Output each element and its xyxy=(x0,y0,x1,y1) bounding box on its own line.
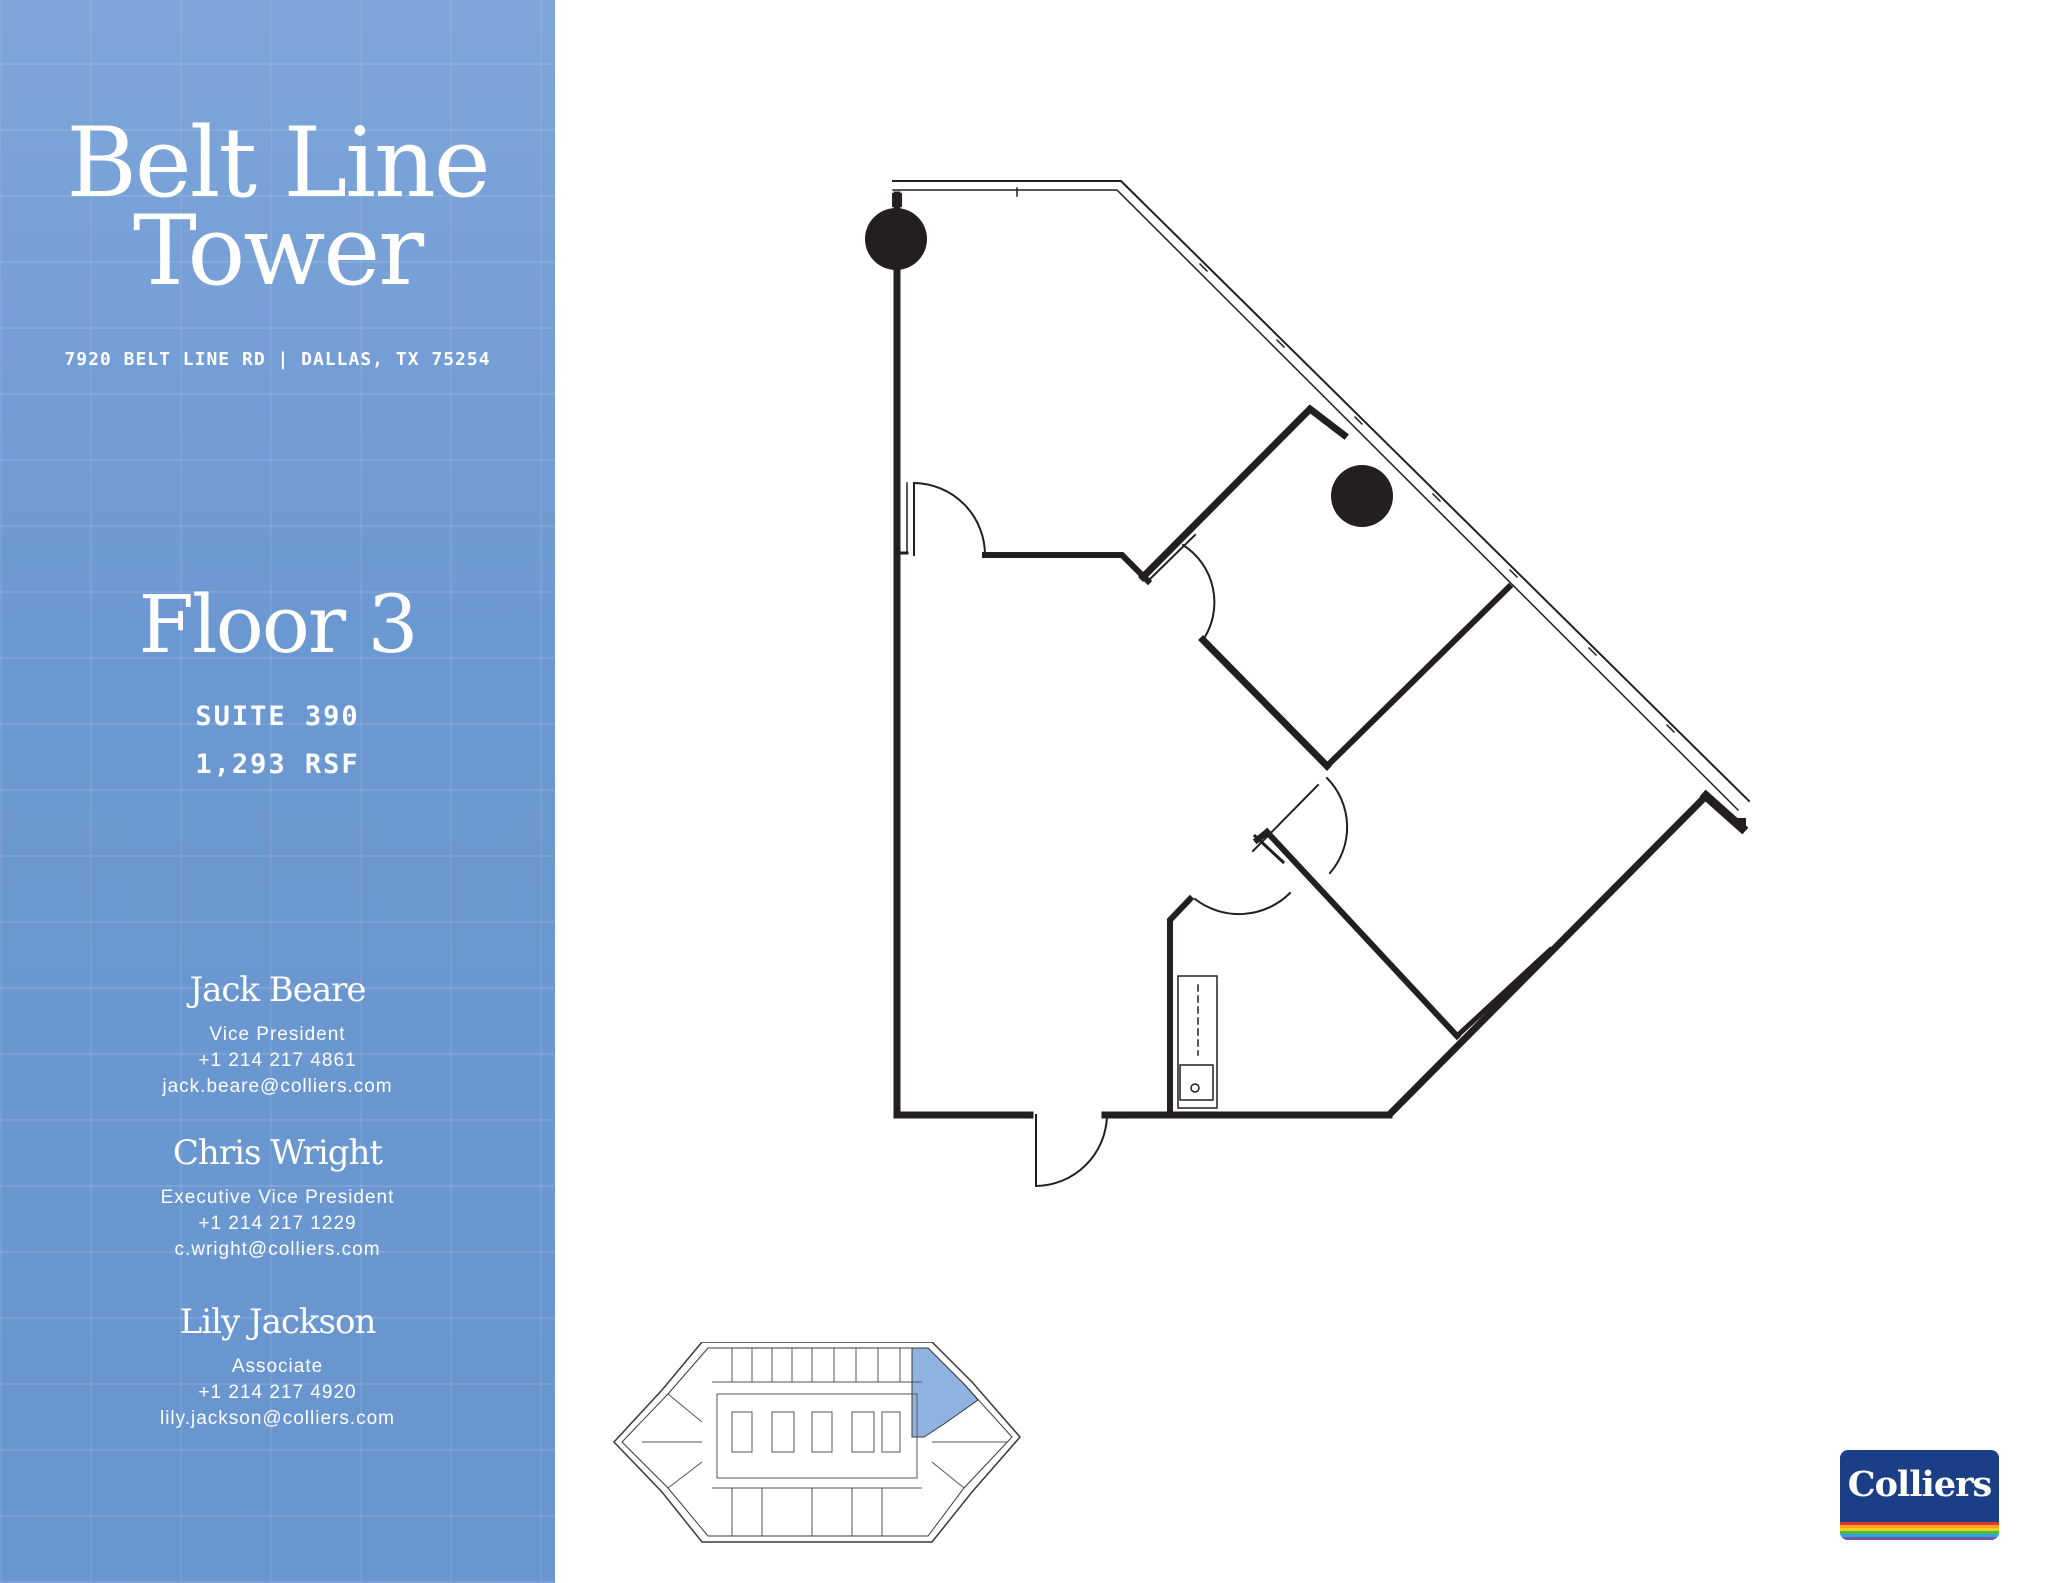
contact-phone[interactable]: +1 214 217 1229 xyxy=(198,1213,357,1234)
interior-wall xyxy=(1138,404,1349,582)
interior-wall xyxy=(1252,833,1286,865)
interior-wall xyxy=(1453,946,1554,1040)
structural-column xyxy=(865,208,927,270)
kitchenette-wall xyxy=(1167,894,1195,1118)
exterior-window-line xyxy=(892,189,1740,812)
contact-phone[interactable]: +1 214 217 4920 xyxy=(198,1382,357,1403)
contact-name: Lily Jackson xyxy=(179,1302,377,1342)
key-plan xyxy=(612,1342,1021,1543)
door-swings xyxy=(912,481,1349,1188)
contact-card: Chris Wright Executive Vice President +1… xyxy=(0,1133,555,1263)
colliers-logo: Colliers xyxy=(1840,1450,1999,1540)
contact-title: Executive Vice President xyxy=(160,1187,395,1208)
contact-phone[interactable]: +1 214 217 4861 xyxy=(198,1050,357,1071)
sidebar-panel: Belt Line Tower 7920 BELT LINE RD | DALL… xyxy=(0,0,555,1583)
kitchen-counter xyxy=(1177,975,1218,1109)
suite-number: SUITE 390 xyxy=(195,701,360,732)
building-address: 7920 BELT LINE RD | DALLAS, TX 75254 xyxy=(64,349,491,370)
interior-wall xyxy=(1198,635,1332,771)
floor-title: Floor 3 xyxy=(138,578,419,671)
suite-area: 1,293 RSF xyxy=(195,749,360,780)
southeast-wall xyxy=(1226,791,1711,1119)
contact-card: Jack Beare Vice President +1 214 217 486… xyxy=(0,970,555,1100)
interior-wall xyxy=(1262,827,1462,1041)
interior-wall xyxy=(982,552,1153,586)
west-wall xyxy=(893,191,1034,1119)
contact-title: Vice President xyxy=(209,1024,346,1045)
window-mullions xyxy=(1016,187,1676,734)
sink xyxy=(1179,1064,1214,1101)
contact-email[interactable]: jack.beare@colliers.com xyxy=(162,1076,393,1097)
suite-highlight xyxy=(911,1347,979,1438)
interior-wall xyxy=(1322,582,1514,771)
exterior-window-line xyxy=(892,180,1751,803)
building-name-line2: Tower xyxy=(132,195,424,307)
contact-title: Associate xyxy=(231,1356,324,1377)
building-name-line1: Belt Line xyxy=(66,107,490,219)
contact-email[interactable]: lily.jackson@colliers.com xyxy=(159,1408,396,1429)
contact-card: Lily Jackson Associate +1 214 217 4920 l… xyxy=(0,1302,555,1432)
contact-email[interactable]: c.wright@colliers.com xyxy=(174,1239,381,1260)
contact-name: Chris Wright xyxy=(172,1133,383,1173)
contact-name: Jack Beare xyxy=(189,970,366,1010)
logo-text: Colliers xyxy=(1847,1464,1993,1505)
structural-column xyxy=(1331,465,1393,527)
logo-stripes xyxy=(1840,1522,1999,1540)
